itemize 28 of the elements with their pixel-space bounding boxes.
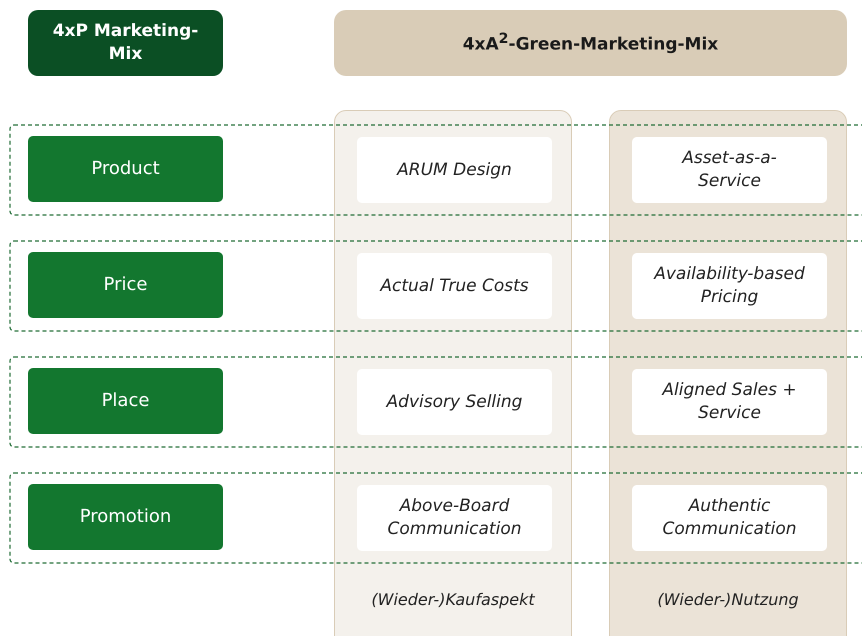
item-box [632, 137, 827, 203]
column-caption: (Wieder-)Kaufaspekt [371, 589, 535, 611]
item-box [632, 253, 827, 319]
box-label: Authentic Communication [662, 495, 798, 541]
box-label: Actual True Costs [380, 274, 529, 298]
column-panel [334, 110, 572, 636]
header-box [334, 10, 847, 76]
box-label: Product [91, 156, 160, 181]
box-label: Price [104, 272, 148, 297]
box-label: Advisory Selling [386, 390, 522, 414]
box-label: ARUM Design [397, 158, 512, 182]
box-label: Promotion [80, 504, 172, 529]
column-caption: (Wieder-)Nutzung [657, 589, 799, 611]
box-label: 4xA$^{2}$-Green-Marketing-Mix [462, 30, 718, 56]
item-box [632, 369, 827, 435]
box-label: Above-Board Communication [386, 495, 522, 541]
header-box [28, 10, 223, 76]
column-panel [609, 110, 847, 636]
box-label: Place [102, 388, 150, 413]
mix-box [28, 368, 223, 434]
mix-box [28, 252, 223, 318]
box-label: Asset-as-a-Service [680, 147, 778, 193]
mix-box [28, 136, 223, 202]
mix-box [28, 484, 223, 550]
box-label: Aligned Sales + Service [662, 379, 797, 425]
box-label: 4xP Marketing-Mix [52, 20, 200, 66]
item-box [632, 485, 827, 551]
box-label: Availability-based Pricing [652, 263, 806, 309]
